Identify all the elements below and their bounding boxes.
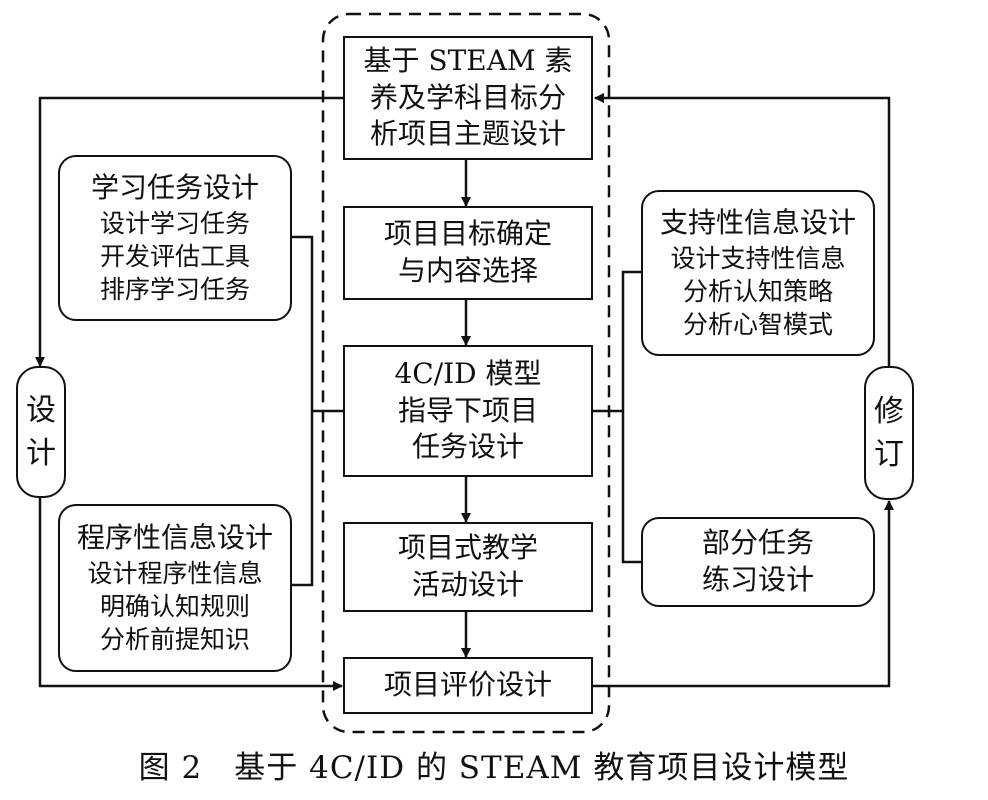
support-item-3: 分析心智模式 bbox=[682, 309, 833, 339]
b3-line-2: 指导下项目 bbox=[397, 393, 538, 427]
dashed-frame bbox=[321, 12, 611, 734]
box-part-task-practice: 部分任务 练习设计 bbox=[641, 517, 875, 607]
box-goal-content: 项目目标确定 与内容选择 bbox=[343, 206, 593, 300]
left-bracket bbox=[292, 235, 314, 587]
box-activity-design: 项目式教学 活动设计 bbox=[343, 522, 593, 612]
pill-revise: 修 订 bbox=[864, 366, 914, 500]
box-4cid-task-design: 4C/ID 模型 指导下项目 任务设计 bbox=[343, 345, 593, 477]
box-supportive-info-design: 支持性信息设计 设计支持性信息 分析认知策略 分析心智模式 bbox=[641, 190, 875, 356]
arrow-b5-to-revise bbox=[593, 500, 894, 688]
b1-line-1: 基于 STEAM 素 bbox=[363, 43, 573, 77]
b4-line-1: 项目式教学 bbox=[397, 531, 538, 565]
task-item-3: 排序学习任务 bbox=[99, 274, 250, 304]
support-item-1: 设计支持性信息 bbox=[670, 243, 846, 273]
revise-char-1: 修 bbox=[874, 393, 904, 429]
b4-line-2: 活动设计 bbox=[411, 568, 524, 601]
b3-line-1: 4C/ID 模型 bbox=[394, 356, 542, 390]
support-item-2: 分析认知策略 bbox=[682, 276, 833, 306]
box-procedural-info-design: 程序性信息设计 设计程序性信息 明确认知规则 分析前提知识 bbox=[58, 504, 292, 672]
box-learning-task-design: 学习任务设计 设计学习任务 开发评估工具 排序学习任务 bbox=[58, 155, 292, 321]
proc-item-3: 分析前提知识 bbox=[99, 624, 250, 654]
proc-item-1: 设计程序性信息 bbox=[87, 558, 263, 588]
proc-title: 程序性信息设计 bbox=[76, 521, 273, 555]
task-item-1: 设计学习任务 bbox=[99, 208, 250, 238]
task-title: 学习任务设计 bbox=[90, 171, 259, 205]
part-line-1: 部分任务 bbox=[701, 526, 814, 560]
b2-line-2: 与内容选择 bbox=[397, 254, 538, 287]
pill-design: 设 计 bbox=[16, 366, 66, 498]
right-bracket bbox=[621, 270, 641, 564]
arrow-design-to-b5 bbox=[38, 498, 343, 691]
b1-line-2: 养及学科目标分 bbox=[369, 80, 566, 114]
revise-char-2: 订 bbox=[874, 437, 904, 472]
arrow-b1-to-design bbox=[35, 96, 343, 367]
box-project-theme-design: 基于 STEAM 素 养及学科目标分 析项目主题设计 bbox=[343, 36, 593, 160]
task-item-2: 开发评估工具 bbox=[99, 241, 250, 271]
support-title: 支持性信息设计 bbox=[659, 206, 856, 240]
part-line-2: 练习设计 bbox=[701, 563, 814, 596]
b1-line-3: 析项目主题设计 bbox=[369, 117, 566, 151]
b2-line-1: 项目目标确定 bbox=[383, 217, 552, 251]
design-char-1: 设 bbox=[26, 392, 56, 428]
arrow-revise-to-b1 bbox=[594, 93, 891, 366]
b3-line-3: 任务设计 bbox=[411, 430, 524, 464]
box-evaluation-design: 项目评价设计 bbox=[343, 657, 593, 714]
proc-item-2: 明确认知规则 bbox=[99, 591, 250, 621]
b5-line-1: 项目评价设计 bbox=[383, 668, 552, 702]
figure-caption: 图 2 基于 4C/ID 的 STEAM 教育项目设计模型 bbox=[138, 750, 850, 786]
design-char-2: 计 bbox=[26, 436, 56, 471]
